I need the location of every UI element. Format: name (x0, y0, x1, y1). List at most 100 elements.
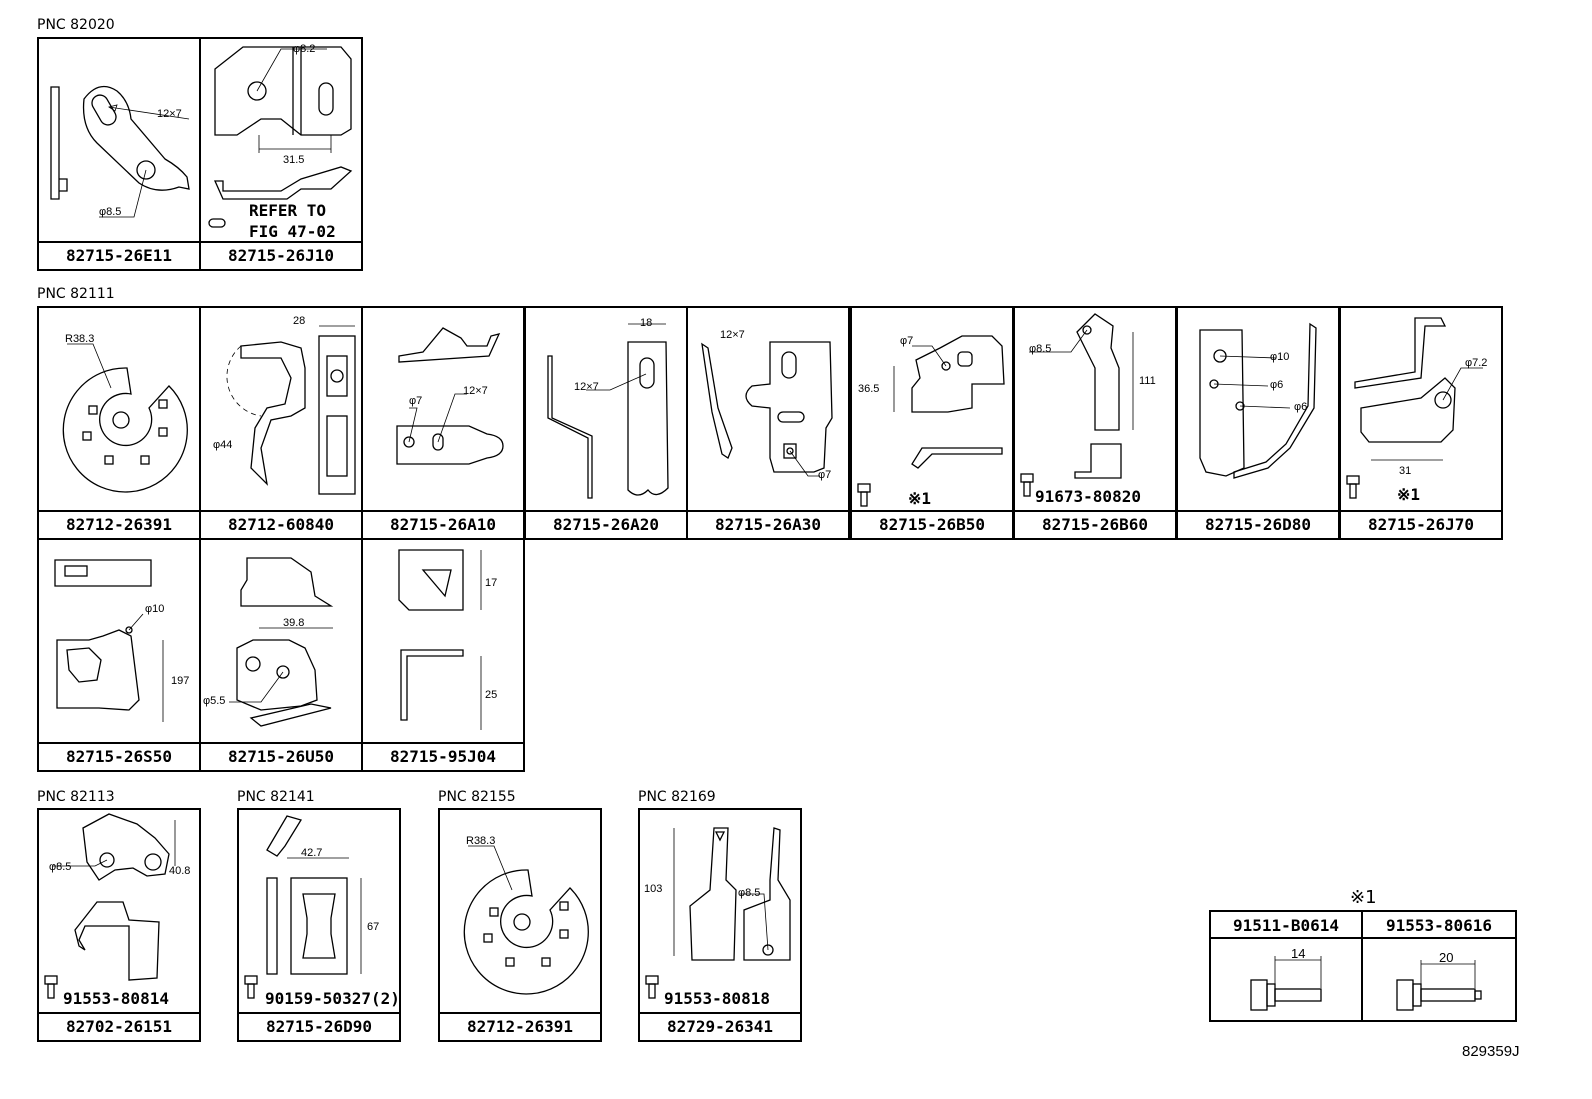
part-cell-82715-26J10[interactable]: φ8.2 31.5 REFER TO FIG 47-02 82715-26J10 (199, 37, 363, 271)
dim-label: 12×7 (157, 108, 182, 120)
dim-label: 18 (640, 317, 652, 329)
dim-label: 42.7 (301, 847, 322, 859)
dim-label: φ8.5 (738, 887, 760, 899)
group-label-82141: PNC 82141 (237, 789, 315, 805)
part-number: 82712-26391 (440, 1012, 600, 1040)
dim-label: 12×7 (574, 381, 599, 393)
bracket-drawing: φ7 12×7 (396, 327, 504, 465)
part-cell-82715-26B50[interactable]: φ7 36.5 ※1 82715-26B50 (850, 306, 1014, 540)
group-label-82111: PNC 82111 (37, 286, 115, 302)
bracket-drawing: 42.7 67 90159-50327(2) (244, 815, 400, 1008)
dim-label: φ8.5 (1029, 343, 1051, 355)
part-number: 82715-26A30 (688, 510, 848, 538)
bracket-drawing: 103 φ8.5 91553-80818 (644, 827, 791, 1008)
bracket-drawing: φ7.2 31 ※1 (1346, 317, 1487, 504)
part-number: 82729-26341 (640, 1012, 800, 1040)
dim-label: 39.8 (283, 617, 304, 629)
part-number: 82715-26J10 (201, 241, 361, 269)
part-number: 82715-26U50 (201, 742, 361, 770)
part-cell-82702-26151[interactable]: φ8.5 40.8 91553-80814 82702-26151 (37, 808, 201, 1042)
dim-label: φ44 (213, 439, 232, 451)
dim-label: 36.5 (858, 383, 879, 395)
bolt-table: 91511-B0614 91553-80616 14 20 (1209, 910, 1517, 1022)
dim-label: φ6 (1294, 401, 1307, 413)
part-number: 82715-26S50 (39, 742, 199, 770)
dim-label: φ10 (145, 603, 164, 615)
part-cell-82715-26D80[interactable]: φ10 φ6 φ6 82715-26D80 (1176, 306, 1340, 540)
part-cell-82715-26E11[interactable]: 12×7 φ8.5 82715-26E11 (37, 37, 201, 271)
dim-label: 67 (367, 921, 379, 933)
part-cell-82715-95J04[interactable]: 17 25 82715-95J04 (361, 538, 525, 772)
dim-label: 17 (485, 577, 497, 589)
part-number: 82715-26A10 (363, 510, 523, 538)
bracket-drawing: φ7 36.5 ※1 (857, 335, 1005, 508)
bracket-drawing: φ10 197 (54, 559, 189, 722)
bracket-drawing: 12×7 φ7 (701, 329, 833, 481)
bolt-length: 14 (1291, 946, 1305, 961)
part-cell-82715-26D90[interactable]: 42.7 67 90159-50327(2) 82715-26D90 (237, 808, 401, 1042)
dim-label: 103 (644, 883, 662, 895)
part-number: 82715-26A20 (526, 510, 686, 538)
dim-label: φ7.2 (1465, 357, 1487, 369)
dim-label: φ8.5 (49, 861, 71, 873)
refer-note: FIG 47-02 (249, 222, 336, 241)
part-cell-82712-26391[interactable]: R38.3 82712-26391 (37, 306, 201, 540)
group-label-82155: PNC 82155 (438, 789, 516, 805)
dim-label: φ5.5 (203, 695, 225, 707)
dim-label: 12×7 (720, 329, 745, 341)
part-cell-82715-26U50[interactable]: 39.8 φ5.5 82715-26U50 (199, 538, 363, 772)
diagram-code: 829359J (1462, 1043, 1520, 1060)
dim-label: φ8.5 (99, 206, 121, 218)
bracket-drawing: 18 12×7 (547, 317, 669, 499)
dim-label: 31.5 (283, 154, 304, 166)
refer-note: REFER TO (249, 201, 326, 220)
hardware-note: 91553-80818 (664, 989, 770, 1008)
part-cell-82715-26J70[interactable]: φ7.2 31 ※1 82715-26J70 (1339, 306, 1503, 540)
part-number: 82715-26B50 (852, 510, 1012, 538)
part-cell-82715-26A20[interactable]: 18 12×7 82715-26A20 (524, 306, 688, 540)
hardware-note: ※1 (908, 489, 931, 508)
part-cell-82715-26B60[interactable]: φ8.5 111 91673-80820 82715-26B60 (1013, 306, 1177, 540)
part-cell-82712-60840[interactable]: 28 φ44 82712-60840 (199, 306, 363, 540)
dim-label: 111 (1139, 375, 1156, 387)
bracket-drawing: 12×7 φ8.5 (50, 85, 190, 218)
bracket-drawing: 39.8 φ5.5 (203, 557, 334, 727)
hardware-note: 91673-80820 (1035, 487, 1141, 506)
part-cell-82715-26A10[interactable]: φ7 12×7 82715-26A10 (361, 306, 525, 540)
dim-label: 12×7 (463, 385, 488, 397)
bracket-drawing: R38.3 (463, 835, 589, 995)
group-label-82113: PNC 82113 (37, 789, 115, 805)
part-number: 82715-26D80 (1178, 510, 1338, 538)
part-number: 82715-26E11 (39, 241, 199, 269)
bracket-drawing: φ10 φ6 φ6 (1199, 322, 1317, 479)
bracket-drawing: φ8.2 31.5 REFER TO FIG 47-02 (208, 43, 353, 241)
part-number: 82715-95J04 (363, 742, 523, 770)
bolt-drawing: 14 20 (1250, 946, 1482, 1011)
part-number: 82715-26B60 (1015, 510, 1175, 538)
dim-label: R38.3 (65, 333, 94, 345)
dim-label: φ7 (409, 395, 422, 407)
dim-label: 25 (485, 689, 497, 701)
group-label-82169: PNC 82169 (638, 789, 716, 805)
dim-label: 31 (1399, 465, 1411, 477)
dim-label: φ7 (818, 469, 831, 481)
dim-label: 28 (293, 315, 305, 327)
bracket-drawing: φ8.5 40.8 91553-80814 (44, 813, 190, 1008)
dim-label: 40.8 (169, 865, 190, 877)
dim-label: φ8.2 (293, 43, 315, 55)
dim-label: φ10 (1270, 351, 1289, 363)
part-cell-82715-26A30[interactable]: 12×7 φ7 82715-26A30 (686, 306, 850, 540)
part-number: 82712-26391 (39, 510, 199, 538)
part-number: 82712-60840 (201, 510, 361, 538)
dim-label: φ6 (1270, 379, 1283, 391)
part-cell-82712-26391-b[interactable]: R38.3 82712-26391 (438, 808, 602, 1042)
part-cell-82729-26341[interactable]: 103 φ8.5 91553-80818 82729-26341 (638, 808, 802, 1042)
bracket-drawing: φ8.5 111 91673-80820 (1020, 313, 1156, 506)
group-label-82020: PNC 82020 (37, 17, 115, 33)
hardware-note: 90159-50327(2) (265, 989, 400, 1008)
hardware-note: 91553-80814 (63, 989, 169, 1008)
part-cell-82715-26S50[interactable]: φ10 197 82715-26S50 (37, 538, 201, 772)
bracket-drawing: 28 φ44 (213, 315, 356, 495)
part-number: 82715-26J70 (1341, 510, 1501, 538)
bolt-table-title: ※1 (1350, 887, 1377, 908)
